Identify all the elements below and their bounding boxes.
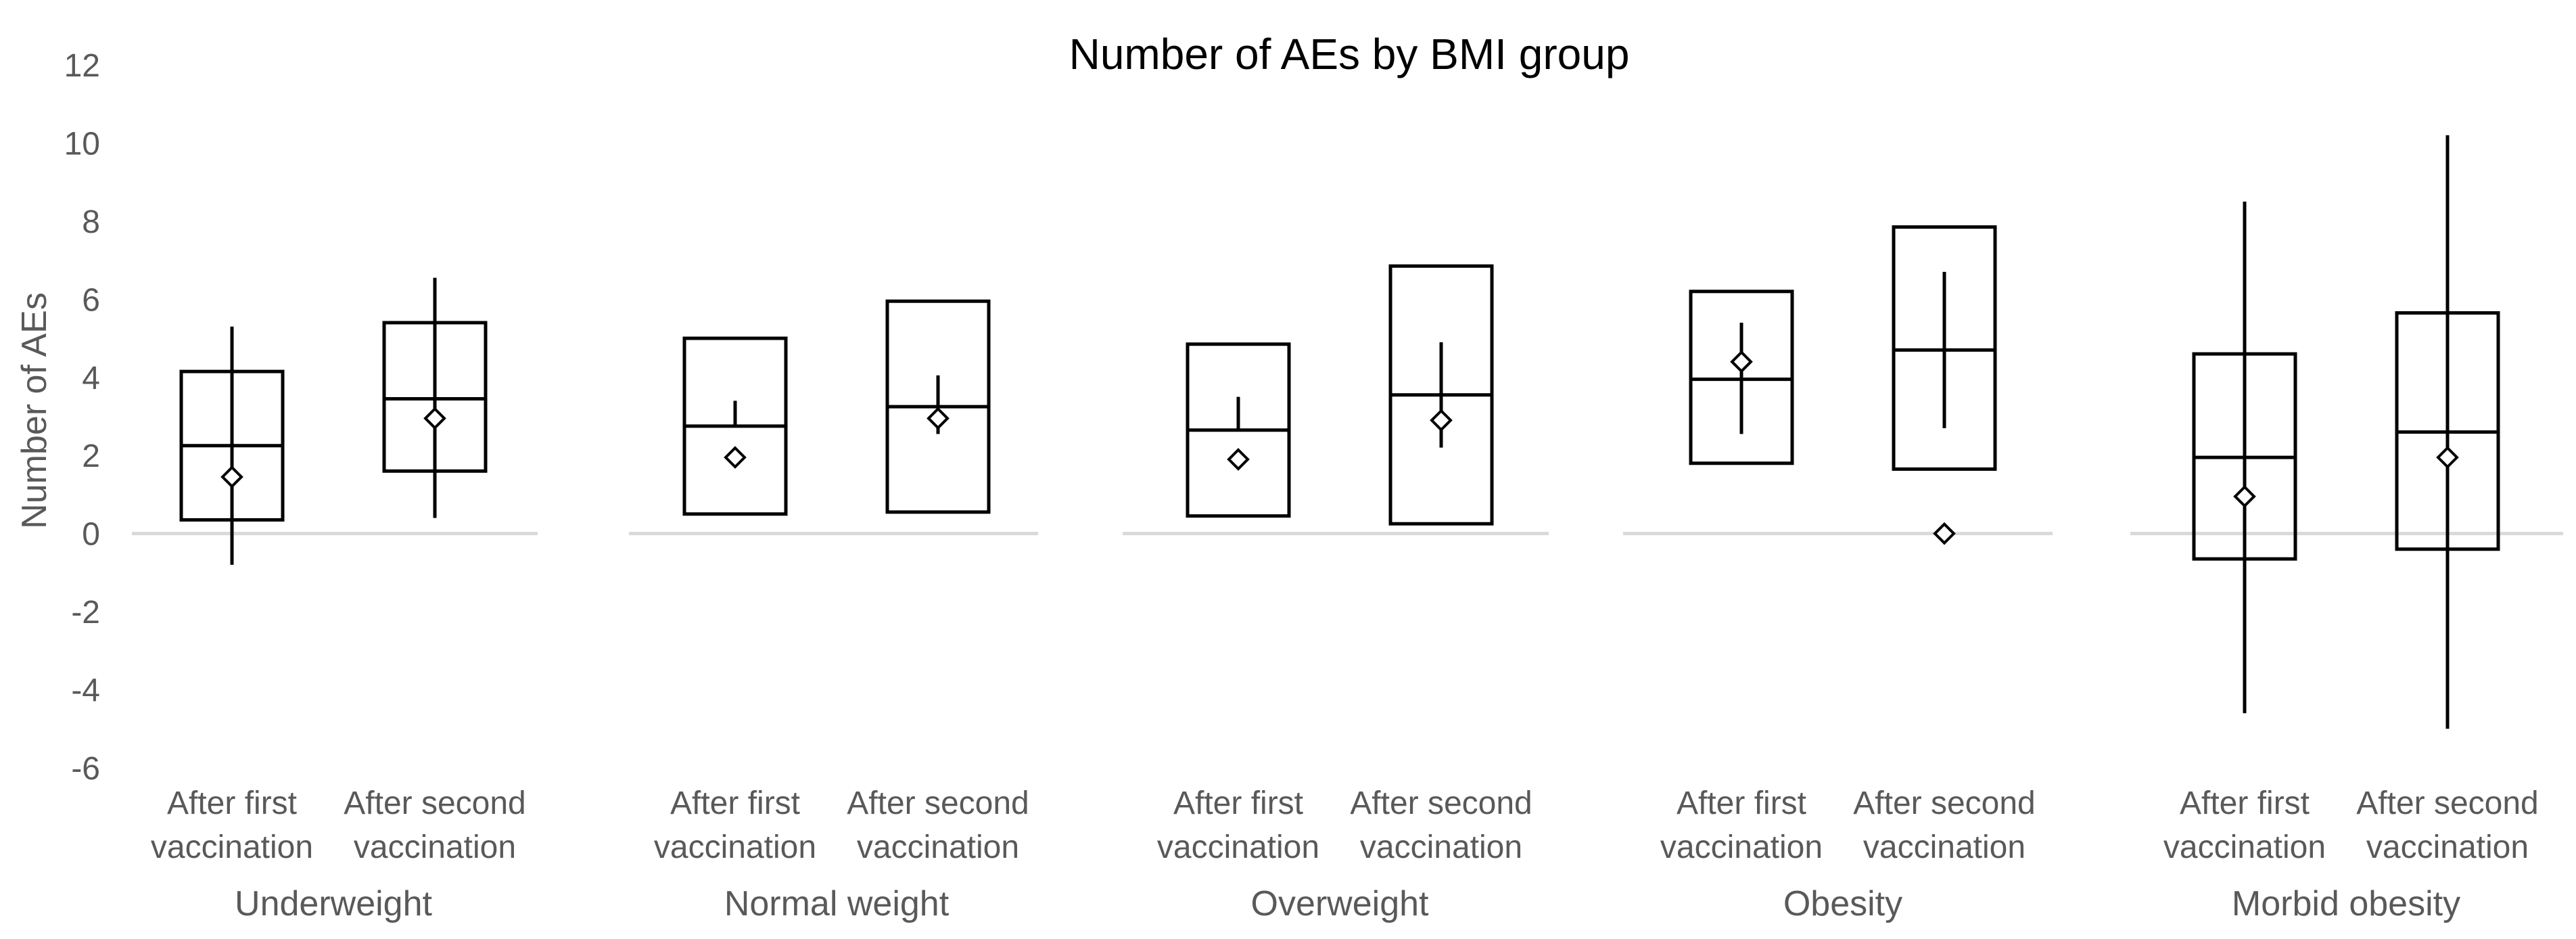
category-label-line1: After first bbox=[670, 785, 800, 821]
category-label-line2: vaccination bbox=[354, 829, 516, 865]
box bbox=[1689, 290, 1794, 465]
category-label-line2: vaccination bbox=[857, 829, 1019, 865]
y-tick-label: 6 bbox=[82, 282, 100, 318]
group-label: Morbid obesity bbox=[2232, 884, 2460, 923]
group-label: Overweight bbox=[1251, 884, 1430, 923]
box bbox=[1892, 225, 1997, 471]
y-tick-label: 8 bbox=[82, 204, 100, 240]
category-label-line2: vaccination bbox=[1660, 829, 1823, 865]
y-tick-label: 4 bbox=[82, 361, 100, 396]
mean-marker bbox=[1227, 448, 1250, 471]
mean-marker bbox=[724, 446, 747, 469]
category-label-line2: vaccination bbox=[1863, 829, 2025, 865]
y-tick-label: 12 bbox=[64, 48, 100, 84]
group-label: Normal weight bbox=[724, 884, 950, 923]
mean-marker bbox=[1430, 409, 1453, 432]
category-label-line1: After first bbox=[2180, 785, 2310, 821]
y-tick-label: 2 bbox=[82, 438, 100, 474]
y-axis-label: Number of AEs bbox=[15, 292, 54, 529]
category-label-line2: vaccination bbox=[1360, 829, 1522, 865]
category-label-line1: After second bbox=[2356, 785, 2538, 821]
mean-marker bbox=[423, 407, 446, 430]
mean-marker bbox=[1730, 350, 1753, 373]
category-label-line1: After first bbox=[167, 785, 297, 821]
category-label-line2: vaccination bbox=[2163, 829, 2326, 865]
category-label-line1: After second bbox=[847, 785, 1029, 821]
y-tick-label: -2 bbox=[71, 595, 100, 631]
y-tick-label: -6 bbox=[71, 751, 100, 787]
y-tick-label: -4 bbox=[71, 673, 100, 709]
category-label-line2: vaccination bbox=[151, 829, 313, 865]
mean-marker bbox=[2233, 485, 2256, 508]
group-label: Obesity bbox=[1783, 884, 1902, 923]
category-label-line2: vaccination bbox=[2366, 829, 2529, 865]
category-label-line2: vaccination bbox=[654, 829, 816, 865]
group-label: Underweight bbox=[235, 884, 432, 923]
category-label-line1: After second bbox=[1853, 785, 2035, 821]
box bbox=[382, 321, 488, 473]
category-label-line1: After first bbox=[1677, 785, 1806, 821]
category-label-line1: After second bbox=[344, 785, 525, 821]
y-tick-label: 0 bbox=[82, 517, 100, 553]
chart-title: Number of AEs by BMI group bbox=[1069, 30, 1630, 78]
category-label-line2: vaccination bbox=[1157, 829, 1319, 865]
y-tick-label: 10 bbox=[64, 126, 100, 162]
mean-marker bbox=[1933, 522, 1956, 545]
mean-marker bbox=[220, 465, 243, 488]
category-label-line1: After first bbox=[1173, 785, 1303, 821]
mean-marker bbox=[2436, 446, 2459, 469]
category-label-line1: After second bbox=[1350, 785, 1532, 821]
mean-marker bbox=[927, 407, 950, 430]
